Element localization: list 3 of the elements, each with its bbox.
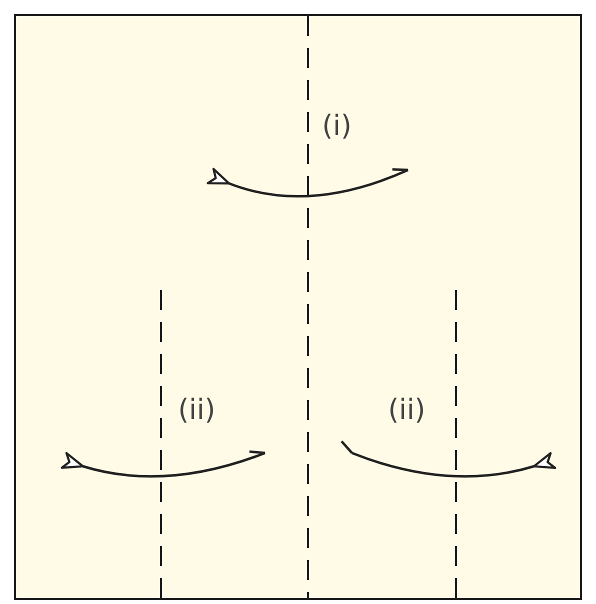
step-label: (ii) (388, 396, 426, 424)
step-label: (ii) (178, 396, 216, 424)
step-label: (i) (322, 112, 352, 140)
